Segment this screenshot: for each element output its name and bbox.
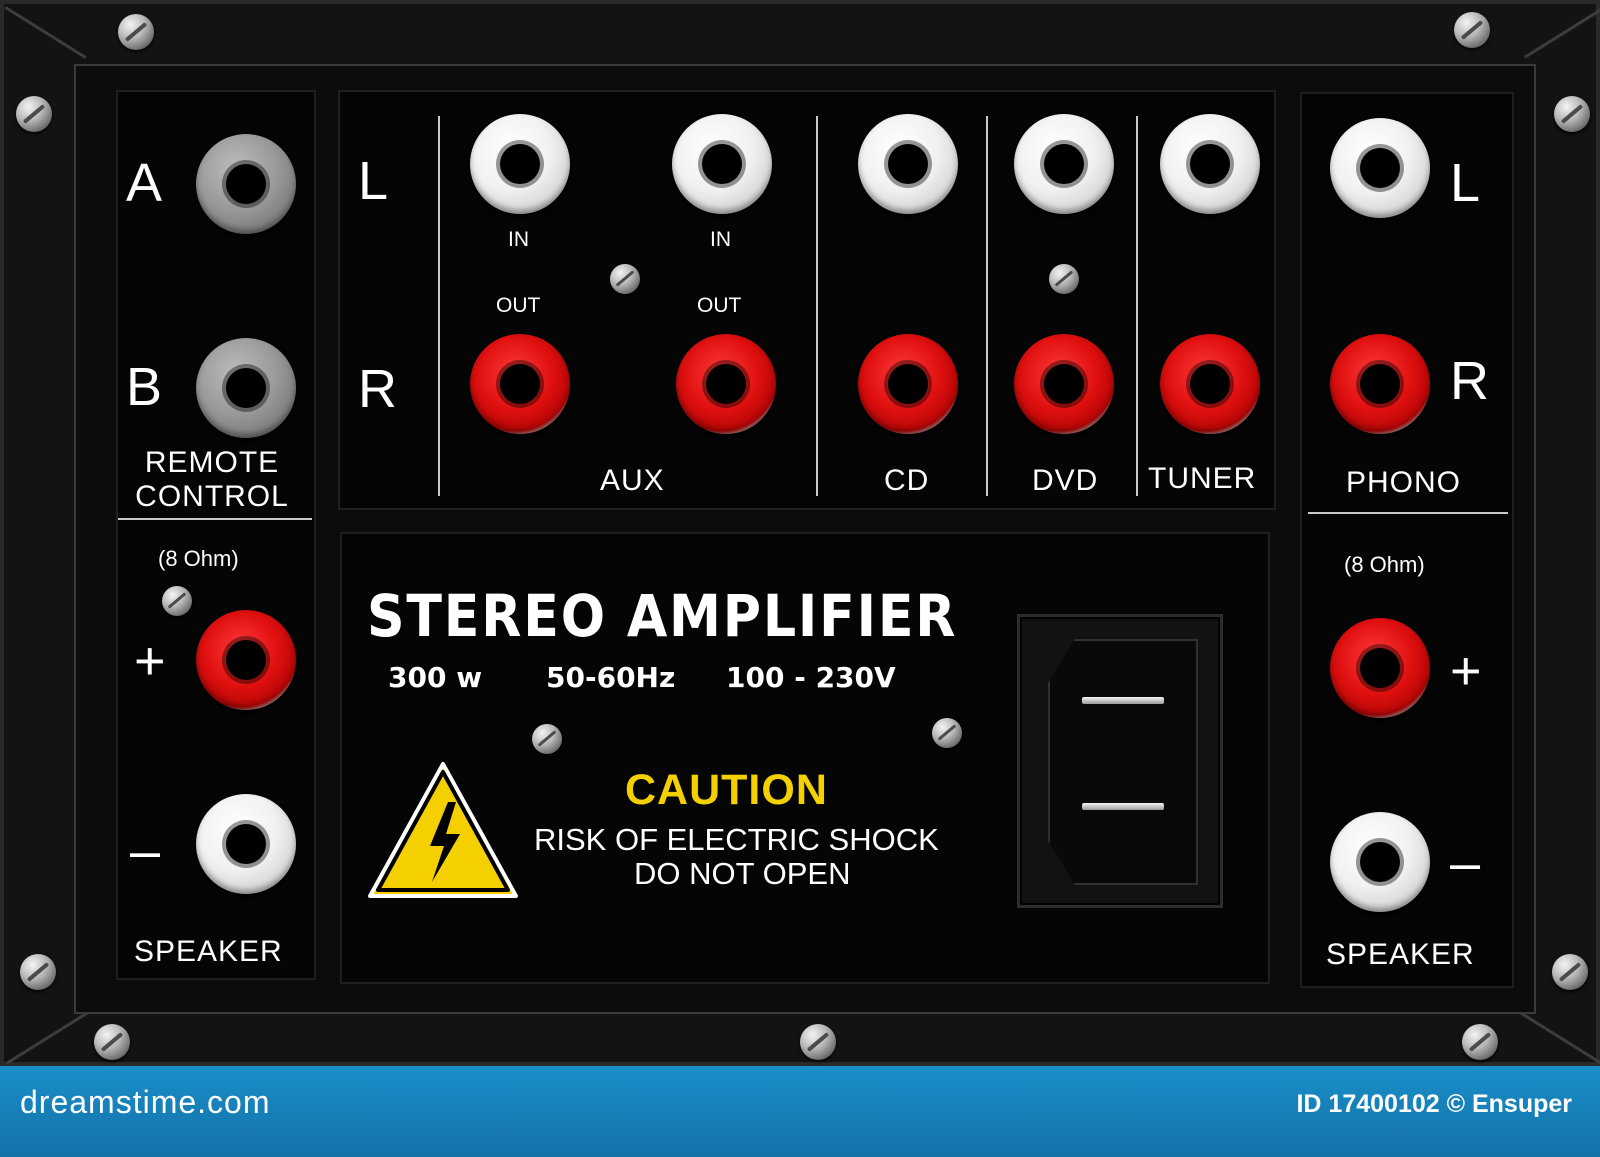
footer-image-id: ID 17400102 © Ensuper <box>1296 1090 1572 1118</box>
remote-label-line1: REMOTE <box>144 446 280 479</box>
screw-icon <box>20 954 56 990</box>
section-divider <box>118 518 312 520</box>
screw-icon <box>16 96 52 132</box>
tuner-right-jack[interactable] <box>1160 334 1260 434</box>
voltage-spec: 100 - 230V <box>726 661 896 694</box>
left-plus-label: + <box>134 631 166 691</box>
section-divider <box>1308 512 1508 514</box>
divider-line <box>816 116 818 496</box>
screw-icon <box>118 14 154 50</box>
left-speaker-negative-jack[interactable] <box>196 794 296 894</box>
aux-out-right-jack[interactable] <box>470 334 570 434</box>
aux-in-label-1: IN <box>508 228 529 251</box>
divider-line <box>986 116 988 496</box>
aux-out-label-2: OUT <box>697 294 742 317</box>
screw-icon <box>1454 12 1490 48</box>
screw-icon <box>1462 1024 1498 1060</box>
right-minus-label: – <box>1450 833 1481 893</box>
label-b: B <box>126 357 163 417</box>
footer-bar: dreamstime.com ID 17400102 © Ensuper <box>0 1066 1600 1157</box>
aux-in-left-jack-2[interactable] <box>672 114 772 214</box>
right-speaker-positive-jack[interactable] <box>1330 618 1430 718</box>
left-ohm-label: (8 Ohm) <box>158 546 239 571</box>
divider-line <box>438 116 440 496</box>
left-speaker-positive-jack[interactable] <box>196 610 296 710</box>
cd-label: CD <box>884 464 930 497</box>
phono-label-r: R <box>1450 351 1489 411</box>
power-socket-icon[interactable] <box>1017 614 1223 908</box>
inputs-label-r: R <box>358 359 397 419</box>
dvd-left-jack[interactable] <box>1014 114 1114 214</box>
right-speaker-negative-jack[interactable] <box>1330 812 1430 912</box>
screw-icon <box>1552 954 1588 990</box>
tuner-left-jack[interactable] <box>1160 114 1260 214</box>
phono-label: PHONO <box>1346 466 1462 499</box>
bevel-top-left <box>4 6 87 59</box>
power-spec: 300 w <box>388 661 483 694</box>
bevel-top-right <box>1524 5 1600 59</box>
screw-icon <box>94 1024 130 1060</box>
cd-right-jack[interactable] <box>858 334 958 434</box>
warning-line-2: DO NOT OPEN <box>634 856 851 891</box>
bevel-bottom-right <box>1520 1012 1600 1065</box>
dvd-label: DVD <box>1032 464 1099 497</box>
bevel-bottom-left <box>6 1011 89 1065</box>
screw-icon <box>932 718 962 748</box>
page-title: STEREO AMPLIFIER <box>367 582 958 650</box>
phono-right-jack[interactable] <box>1330 334 1430 434</box>
left-speaker-label: SPEAKER <box>134 935 283 968</box>
phono-left-jack[interactable] <box>1330 118 1430 218</box>
inputs-label-l: L <box>358 151 389 211</box>
screw-icon <box>532 724 562 754</box>
screw-icon <box>610 264 640 294</box>
aux-out-right-jack-2[interactable] <box>676 334 776 434</box>
power-pin <box>1082 803 1164 810</box>
power-pin <box>1082 697 1164 704</box>
left-minus-label: – <box>130 821 161 881</box>
right-plus-label: + <box>1450 641 1482 701</box>
screw-icon <box>1554 96 1590 132</box>
aux-out-label-1: OUT <box>496 294 541 317</box>
screw-icon <box>162 586 192 616</box>
frequency-spec: 50-60Hz <box>546 661 676 694</box>
warning-line-1: RISK OF ELECTRIC SHOCK <box>534 822 939 857</box>
screw-icon <box>1049 264 1079 294</box>
tuner-label: TUNER <box>1148 462 1257 495</box>
footer-logo[interactable]: dreamstime.com <box>20 1084 271 1120</box>
power-socket-recess <box>1048 639 1198 885</box>
divider-line <box>1136 116 1138 496</box>
screw-icon <box>800 1024 836 1060</box>
phono-label-l: L <box>1450 153 1481 213</box>
aux-in-left-jack[interactable] <box>470 114 570 214</box>
remote-label-line2: CONTROL <box>135 480 289 513</box>
remote-jack-a[interactable] <box>196 134 296 234</box>
right-ohm-label: (8 Ohm) <box>1344 552 1425 577</box>
remote-jack-b[interactable] <box>196 338 296 438</box>
label-a: A <box>126 153 163 213</box>
high-voltage-warning-icon <box>368 762 518 898</box>
right-speaker-label: SPEAKER <box>1326 938 1475 971</box>
caution-heading: CAUTION <box>625 766 828 814</box>
cd-left-jack[interactable] <box>858 114 958 214</box>
aux-in-label-2: IN <box>710 228 731 251</box>
dvd-right-jack[interactable] <box>1014 334 1114 434</box>
aux-label: AUX <box>600 464 665 497</box>
